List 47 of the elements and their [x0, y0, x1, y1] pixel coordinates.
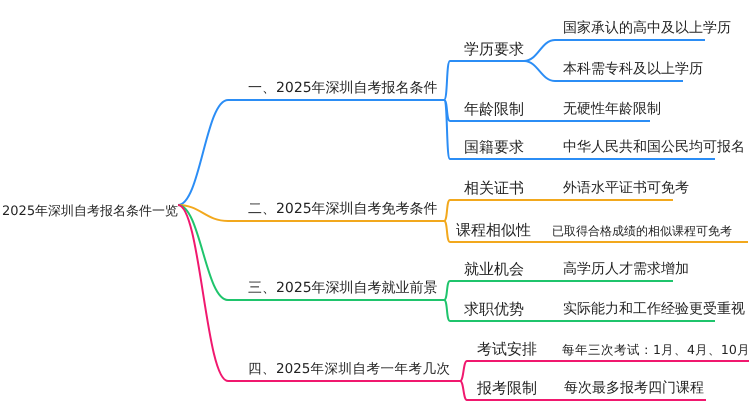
branch-connector: [540, 280, 555, 282]
topic-text: 三、2025年深圳自考就业前景: [248, 280, 438, 298]
branch-connector: [540, 158, 555, 160]
topic-text: 二、2025年深圳自考免考条件: [248, 202, 438, 219]
branch-connector: [178, 204, 228, 301]
topic-text: 外语水平证书可免考: [563, 180, 689, 198]
branch-connector: [178, 99, 228, 206]
topic-text: 一、2025年深圳自考报名条件: [248, 80, 438, 98]
branch-connector: [524, 60, 556, 82]
branch-connector: [551, 360, 560, 362]
topic-text: 年龄限制: [464, 100, 524, 120]
branch-connector: [443, 99, 451, 122]
branch-connector: [459, 360, 468, 382]
topic-text: 高学历人才需求增加: [563, 262, 689, 279]
branch-connector: [443, 220, 451, 243]
topic-text: 国家承认的高中及以上学历: [563, 20, 731, 38]
branch-connector: [178, 204, 228, 222]
branch-connector: [540, 199, 555, 201]
topic-text: 报考限制: [477, 380, 537, 398]
branch-connector: [443, 60, 451, 101]
topic-text: 考试安排: [477, 340, 537, 360]
topic-text: 就业机会: [464, 260, 524, 280]
branch-connector: [443, 299, 451, 322]
branch-connector: [443, 280, 451, 301]
topic-text: 学历要求: [464, 40, 524, 60]
topic-text: 相关证书: [464, 180, 524, 198]
branch-connector: [540, 320, 555, 322]
branch-connector: [551, 399, 556, 401]
branch-connector: [177, 204, 229, 382]
topic-text: 已取得合格成绩的相似课程可免考: [552, 224, 732, 240]
topic-text: 2025年深圳自考报名条件一览: [2, 204, 178, 221]
topic-text: 国籍要求: [464, 138, 524, 158]
topic-text: 本科需专科及以上学历: [563, 62, 703, 79]
branch-connector: [524, 39, 556, 62]
topic-text: 实际能力和工作经验更受重视: [563, 302, 745, 319]
branch-connector: [443, 99, 451, 160]
branch-connector: [459, 380, 468, 401]
topic-text: 求职优势: [464, 300, 524, 320]
topic-text: 每年三次考试：1月、4月、10月: [562, 343, 750, 360]
branch-connector: [540, 241, 551, 243]
branch-connector: [540, 120, 555, 122]
topic-text: 中华人民共和国公民均可报名: [563, 140, 745, 157]
branch-connector: [443, 199, 451, 222]
topic-text: 四、2025年深圳自考一年考几次: [248, 362, 450, 380]
topic-text: 每次最多报考四门课程: [564, 380, 704, 398]
topic-text: 无硬性年龄限制: [563, 102, 661, 119]
topic-text: 课程相似性: [456, 222, 531, 240]
